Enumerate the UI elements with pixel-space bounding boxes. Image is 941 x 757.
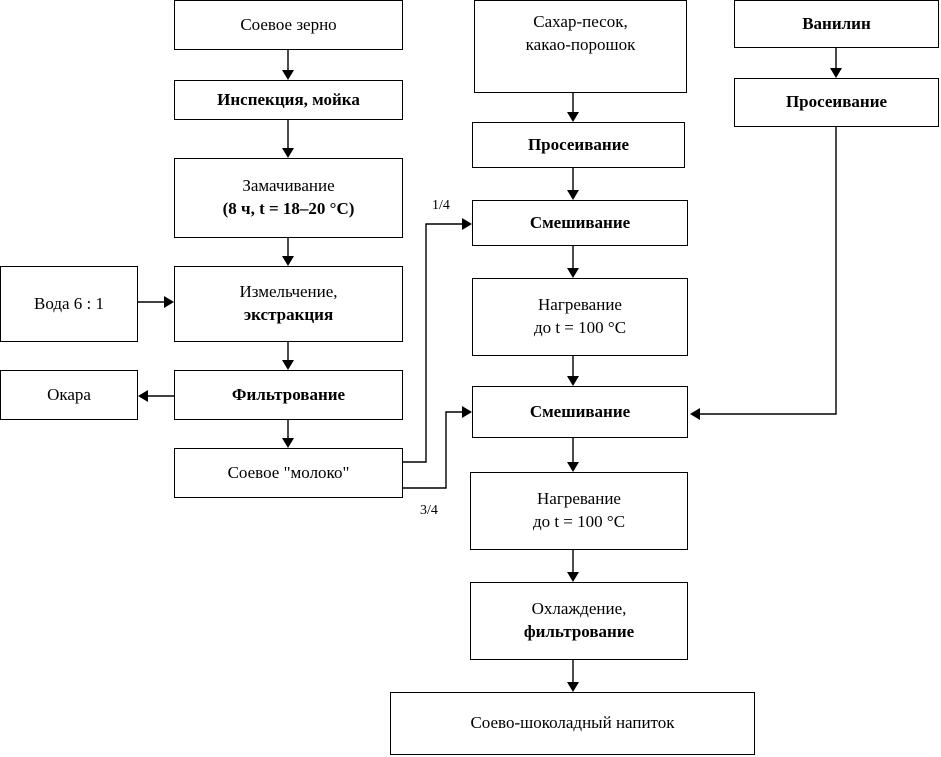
label-three-quarters: 3/4 (420, 503, 438, 518)
box-text: Охлаждение, (531, 599, 627, 619)
box-okara: Окара (0, 370, 138, 420)
box-text: Соево-шоколадный напиток (470, 713, 675, 733)
box-cooling: Охлаждение, фильтрование (470, 582, 688, 660)
box-text: какао-порошок (525, 34, 636, 54)
box-sugar-cocoa: Сахар-песок, какао-порошок (474, 0, 687, 93)
box-final-product: Соево-шоколадный напиток (390, 692, 755, 755)
box-text: Нагревание (537, 489, 621, 509)
box-text: Просеивание (785, 92, 888, 112)
box-text: Просеивание (527, 134, 630, 154)
box-text: Инспекция, мойка (217, 89, 360, 109)
box-text: Соевое "молоко" (227, 462, 350, 482)
box-heating-2: Нагревание до t = 100 °С (470, 472, 688, 550)
box-text: Вода 6 : 1 (33, 293, 105, 313)
box-sieving-2: Просеивание (734, 78, 939, 127)
box-sieving-1: Просеивание (472, 122, 685, 168)
box-text: Смешивание (529, 212, 631, 232)
box-soy-grain: Соевое зерно (174, 0, 403, 50)
box-mixing-1: Смешивание (472, 200, 688, 246)
box-heating-1: Нагревание до t = 100 °С (472, 278, 688, 356)
box-text: Измельчение, (239, 282, 338, 302)
box-text: до t = 100 °С (533, 318, 627, 337)
box-text: Смешивание (529, 401, 631, 421)
box-text: Сахар-песок, (533, 12, 628, 31)
label-one-quarter: 1/4 (432, 198, 450, 213)
box-text: Нагревание (538, 295, 622, 315)
box-text: Ванилин (802, 13, 871, 33)
box-grinding: Измельчение, экстракция (174, 266, 403, 342)
box-text: до t = 100 °С (532, 512, 626, 531)
box-text: Фильтрование (231, 384, 346, 404)
box-text: Окара (47, 384, 91, 404)
box-text: фильтрование (523, 622, 635, 641)
box-text: экстракция (243, 305, 334, 324)
box-inspection: Инспекция, мойка (174, 80, 403, 120)
box-soy-milk: Соевое "молоко" (174, 448, 403, 498)
box-mixing-2: Смешивание (472, 386, 688, 438)
box-soaking: Замачивание (8 ч, t = 18–20 °С) (174, 158, 403, 238)
box-text: Соевое зерно (240, 14, 337, 34)
box-filtering: Фильтрование (174, 370, 403, 420)
box-text: Замачивание (242, 176, 335, 196)
box-water: Вода 6 : 1 (0, 266, 138, 342)
box-vanillin: Ванилин (734, 0, 939, 48)
box-text: (8 ч, t = 18–20 °С) (222, 199, 355, 218)
